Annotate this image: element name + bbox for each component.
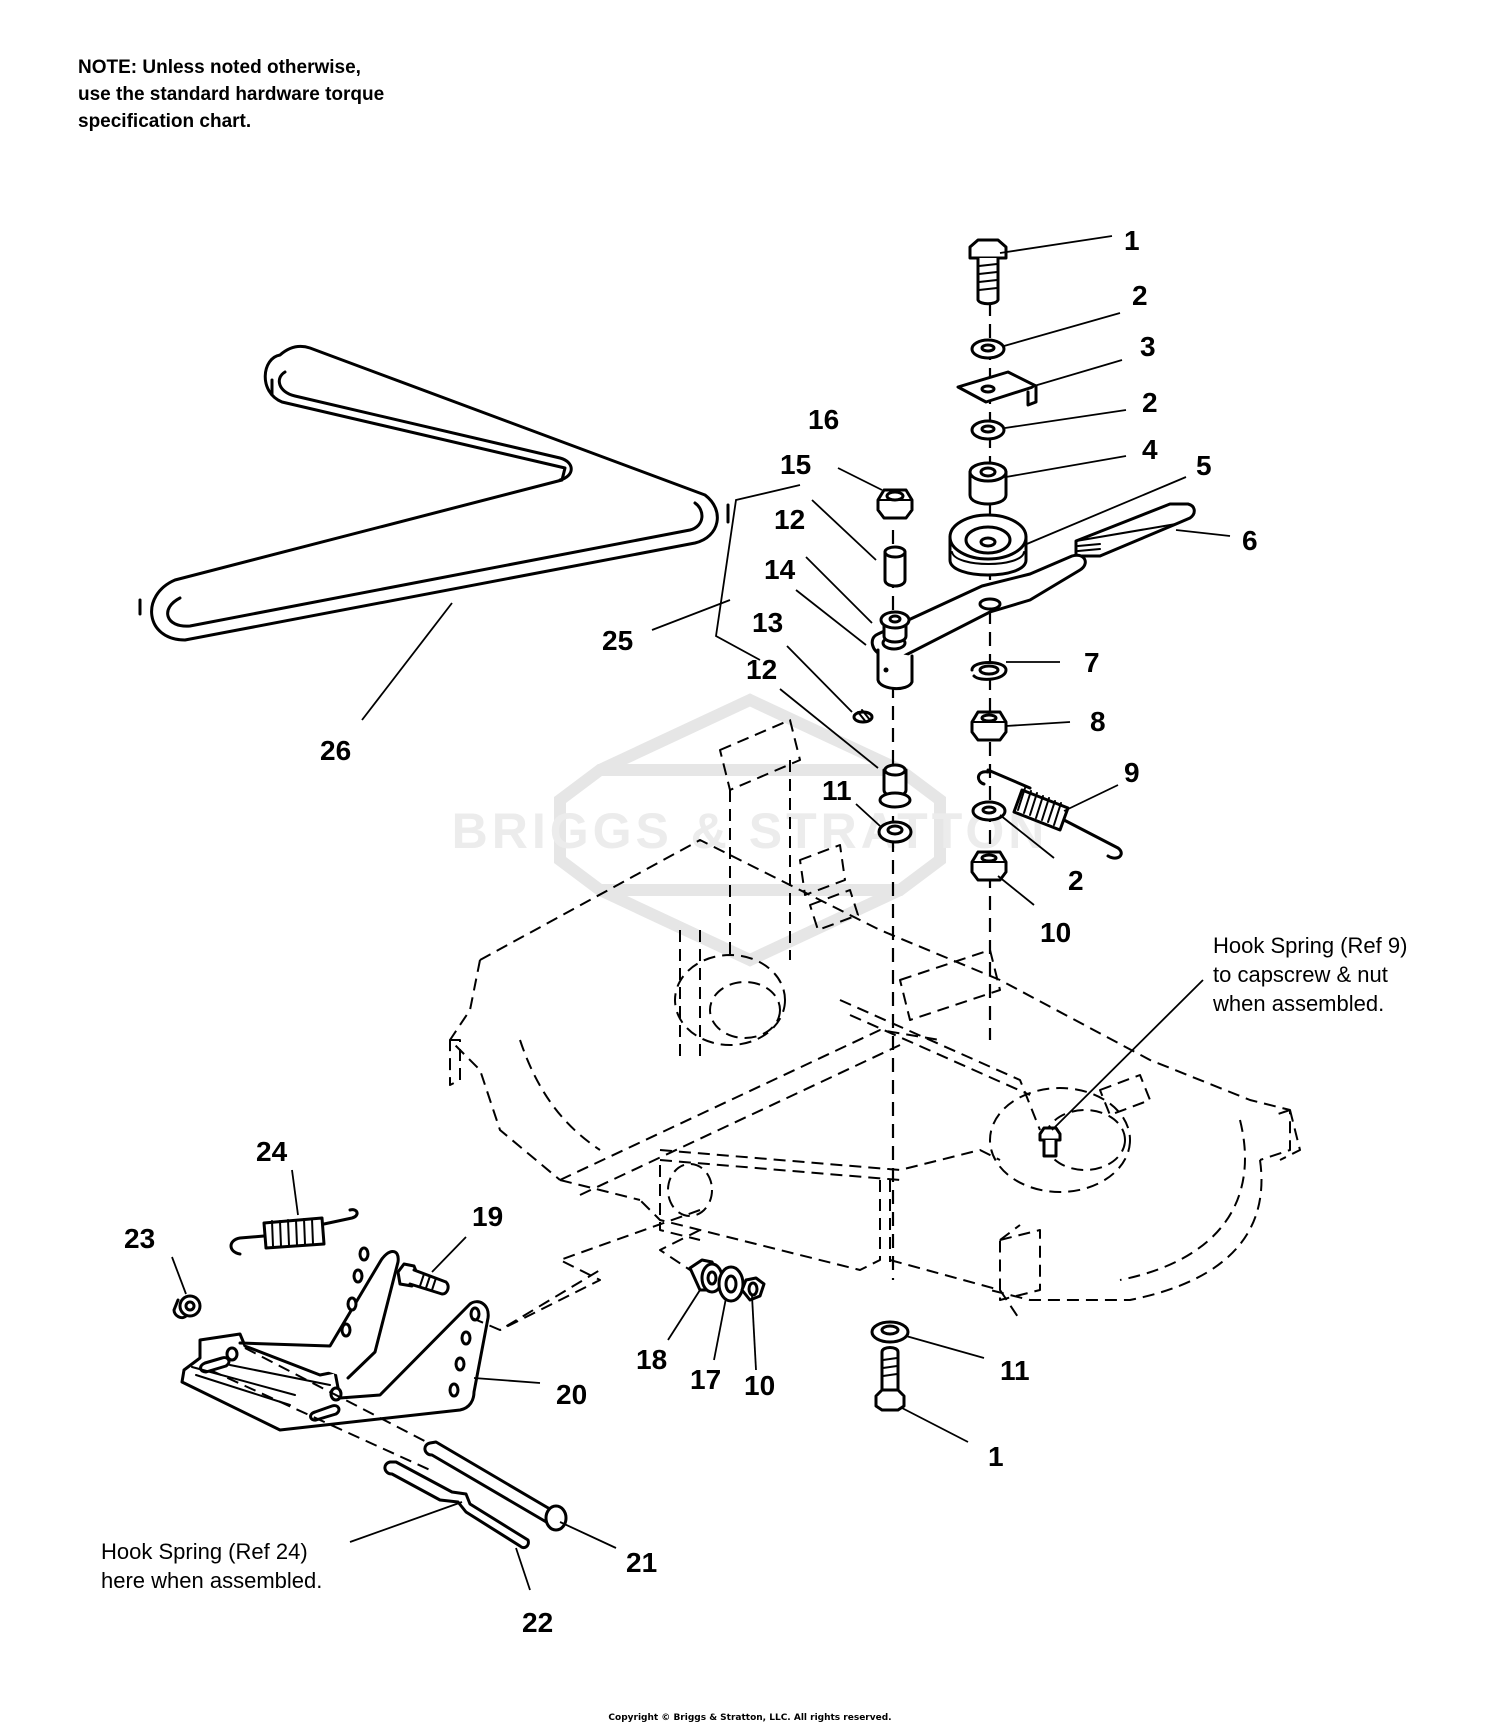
lock-washer-inner	[978, 664, 1000, 676]
lock-nut	[970, 850, 1008, 882]
label-2: 2	[1142, 387, 1158, 418]
mower-deck-phantom	[449, 719, 1301, 1331]
label-7: 7	[1084, 647, 1100, 678]
label-12: 12	[774, 504, 805, 535]
callout-line: to capscrew & nut	[1213, 962, 1388, 987]
hex-nut	[970, 710, 1008, 742]
spacer	[883, 545, 907, 588]
label-19: 19	[472, 1201, 503, 1232]
label-23: 23	[124, 1223, 155, 1254]
bushing	[879, 610, 911, 644]
label-21: 21	[626, 1547, 657, 1578]
label-18: 18	[636, 1344, 667, 1375]
callout-hook-spring-ref9: Hook Spring (Ref 9) to capscrew & nut wh…	[1213, 931, 1407, 1018]
washer-hole	[981, 805, 997, 815]
washer	[877, 820, 913, 844]
label-24: 24	[256, 1136, 288, 1167]
label-1: 1	[988, 1441, 1004, 1472]
capscrew	[396, 1262, 450, 1296]
lock-nut	[740, 1276, 766, 1302]
label-11: 11	[822, 775, 852, 806]
label-11: 11	[1000, 1355, 1030, 1386]
torque-note: NOTE: Unless noted otherwise, use the st…	[78, 54, 384, 135]
callout-line: Hook Spring (Ref 24)	[101, 1539, 308, 1564]
idler-pulley	[948, 513, 1028, 577]
spacer	[688, 1258, 724, 1294]
label-22: 22	[522, 1607, 553, 1638]
label-9: 9	[1124, 757, 1140, 788]
bracket	[956, 370, 1038, 407]
label-15: 15	[780, 449, 811, 480]
reference-labels: 1 2 3 2 4 5 6 7 8 9 2 10 16 15 12 14 13 …	[124, 225, 1258, 1638]
label-10: 10	[1040, 917, 1071, 948]
washer	[717, 1265, 745, 1303]
label-8: 8	[1090, 706, 1106, 737]
label-4: 4	[1142, 434, 1158, 465]
label-1: 1	[1124, 225, 1140, 256]
label-12: 12	[746, 654, 777, 685]
callout-line: here when assembled.	[101, 1568, 323, 1593]
pin	[423, 1440, 568, 1532]
deck-hanger-bracket	[180, 1246, 490, 1432]
label-10: 10	[744, 1370, 775, 1401]
label-14: 14	[764, 554, 796, 585]
label-2: 2	[1132, 280, 1148, 311]
leader-lines	[171, 235, 1231, 1591]
washer	[870, 1320, 910, 1344]
v-belt	[138, 344, 730, 642]
label-6: 6	[1242, 525, 1258, 556]
torque-note-line: specification chart.	[78, 111, 252, 132]
spacer	[968, 461, 1008, 506]
label-16: 16	[808, 404, 839, 435]
watermark-text: BRIGGS & STRATTON	[452, 803, 1049, 859]
callout-line: when assembled.	[1213, 991, 1385, 1016]
extension-spring	[977, 768, 1123, 860]
alignment-line	[209, 1369, 431, 1471]
bushing	[172, 1294, 202, 1320]
label-3: 3	[1140, 331, 1156, 362]
capscrew	[968, 238, 1008, 306]
alignment-line	[471, 1269, 601, 1331]
label-20: 20	[556, 1379, 587, 1410]
hex-nut	[876, 488, 914, 520]
label-2: 2	[1068, 865, 1084, 896]
torque-note-line: NOTE: Unless noted otherwise,	[78, 57, 361, 78]
label-17: 17	[690, 1364, 721, 1395]
label-5: 5	[1196, 450, 1212, 481]
deck-capscrew	[1038, 1126, 1062, 1158]
label-13: 13	[752, 607, 783, 638]
washer-hole	[980, 424, 996, 434]
grip	[1074, 502, 1196, 558]
label-25: 25	[602, 625, 633, 656]
bushing	[878, 763, 912, 809]
arm-hole	[883, 667, 889, 673]
callout-hook-spring-ref24: Hook Spring (Ref 24) here when assembled…	[101, 1537, 322, 1595]
washer-hole	[980, 343, 996, 353]
capscrew	[874, 1346, 906, 1412]
rod	[383, 1460, 530, 1550]
callout-line: Hook Spring (Ref 9)	[1213, 933, 1408, 958]
torque-note-line: use the standard hardware torque	[78, 84, 385, 105]
extension-spring	[229, 1208, 359, 1256]
copyright-notice: Copyright © Briggs & Stratton, LLC. All …	[608, 1713, 892, 1723]
brand-watermark: BRIGGS & STRATTON	[452, 693, 1049, 967]
label-26: 26	[320, 735, 351, 766]
grease-fitting	[852, 709, 874, 724]
